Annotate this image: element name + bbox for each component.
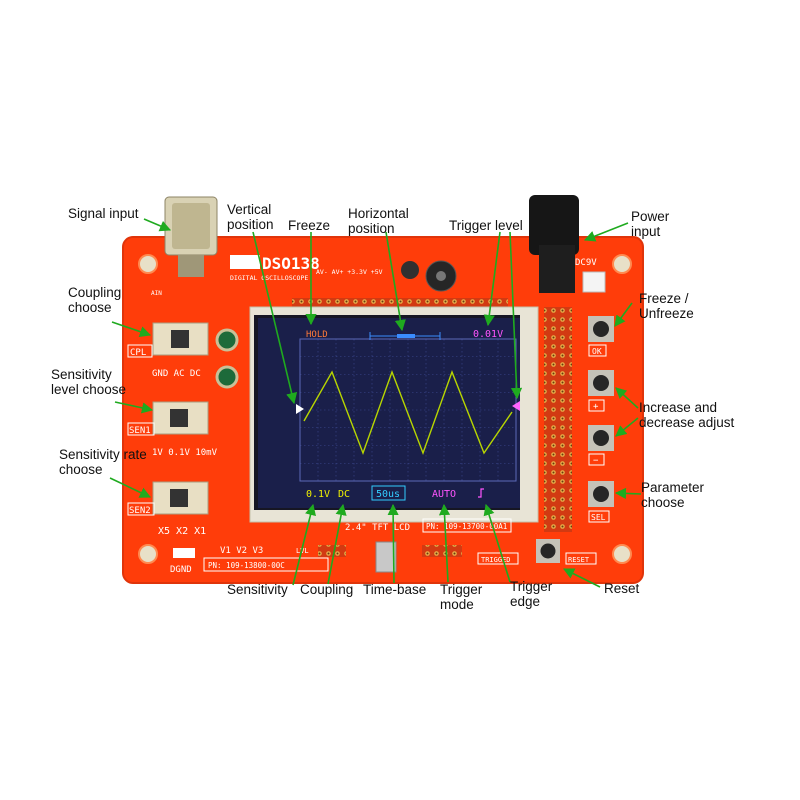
callout-trigger-level: Trigger level	[449, 218, 523, 233]
sensitivity-switch[interactable]	[152, 401, 209, 435]
callout-freeze-unfreeze: Freeze / Unfreeze	[639, 291, 694, 321]
ain-label: AIN	[151, 290, 162, 297]
sen1-label: SEN1	[129, 426, 151, 436]
ok-label: OK	[592, 347, 602, 356]
screen-trigger-mode: AUTO	[432, 489, 456, 500]
board-model: DSO138	[262, 254, 320, 273]
sel-button[interactable]	[588, 481, 614, 507]
callout-increase-decrease-adjust: Increase and decrease adjust	[639, 400, 735, 430]
lcd-label: 2.4" TFT LCD	[345, 523, 410, 533]
minus-label: −	[593, 456, 599, 466]
lvl-header	[318, 545, 346, 557]
callout-sensitivity-rate-choose: Sensitivity rate choose	[59, 447, 147, 477]
waveform-trace	[303, 369, 513, 456]
dc-label: DC9V	[575, 258, 597, 268]
dgnd-pins	[173, 548, 195, 558]
screen-status-hold: HOLD	[306, 330, 328, 340]
callout-coupling: Coupling	[300, 582, 354, 597]
mounting-holes	[138, 254, 632, 564]
board-subtitle: DIGITAL OSCILLOSCOPE	[230, 274, 308, 282]
callout-signal-input: Signal input	[68, 206, 139, 221]
vertical-position-marker[interactable]	[296, 404, 304, 414]
rising-edge-icon	[478, 488, 484, 498]
callout-coupling-choose: Coupling choose	[68, 285, 122, 315]
usb-connector[interactable]	[375, 541, 397, 573]
capacitors	[401, 260, 457, 292]
plus-label: +	[593, 402, 599, 412]
trimmer-pots[interactable]	[215, 328, 239, 389]
power-connector	[582, 271, 606, 293]
callout-trigger-mode: Trigger mode	[440, 582, 483, 612]
power-rails-label: AV- AV+ +3.3V +5V	[316, 268, 383, 276]
sel-label: SEL	[591, 513, 606, 522]
callout-parameter-choose: Parameter choose	[641, 480, 705, 510]
sens-positions: 1V 0.1V 10mV	[152, 448, 218, 458]
screen-grid	[300, 339, 516, 481]
coupling-positions: GND AC DC	[152, 369, 201, 379]
callout-reset: Reset	[604, 581, 640, 596]
triggered-label: TRIGGED	[481, 556, 511, 564]
signal-header	[422, 545, 462, 557]
callout-time-base: Time-base	[363, 582, 427, 597]
lcd-screen	[258, 318, 520, 508]
callout-freeze: Freeze	[288, 218, 331, 233]
callout-horizontal-position: Horizontal position	[348, 206, 409, 236]
screen-timebase-box	[371, 485, 406, 501]
screen-trigger-level: 0.01V	[473, 329, 503, 340]
right-header	[544, 307, 572, 532]
screen-coupling: DC	[338, 489, 350, 500]
callout-power-input: Power input	[631, 209, 670, 239]
rate-positions: X5 X2 X1	[158, 526, 206, 537]
cpl-label: CPL	[130, 348, 146, 358]
sen2-label: SEN2	[129, 506, 151, 516]
screen-timebase: 50us	[376, 489, 400, 500]
dgnd-label: DGND	[170, 565, 192, 575]
callout-vertical-position: Vertical position	[227, 202, 274, 232]
test-points-label: V1 V2 V3	[220, 546, 263, 556]
sensitivity-rate-switch[interactable]	[152, 481, 209, 515]
trigger-level-marker[interactable]	[512, 401, 520, 411]
bnc-connector[interactable]	[164, 196, 218, 277]
minus-button[interactable]	[588, 425, 614, 451]
reset-label: RESET	[568, 556, 590, 564]
callout-arrows	[109, 218, 642, 588]
callout-sensitivity-level-choose: Sensitivity level choose	[51, 367, 127, 397]
screen-sensitivity: 0.1V	[306, 489, 330, 500]
horizontal-position-bar[interactable]	[369, 332, 441, 340]
reset-button[interactable]	[536, 539, 560, 563]
ok-button[interactable]	[588, 316, 614, 342]
plus-button[interactable]	[588, 370, 614, 396]
coupling-switch[interactable]	[152, 322, 209, 356]
lvl-label: LVL	[296, 547, 309, 555]
pn-main: PN: 109-13800-00C	[208, 561, 285, 570]
board-logo: DSO138 DIGITAL OSCILLOSCOPE	[230, 254, 320, 282]
callout-trigger-edge: Trigger edge	[510, 579, 553, 609]
pn-lcd: PN: 109-13700-00A1	[426, 522, 507, 531]
dc-jack[interactable]	[529, 195, 579, 293]
callout-sensitivity: Sensitivity	[227, 582, 288, 597]
